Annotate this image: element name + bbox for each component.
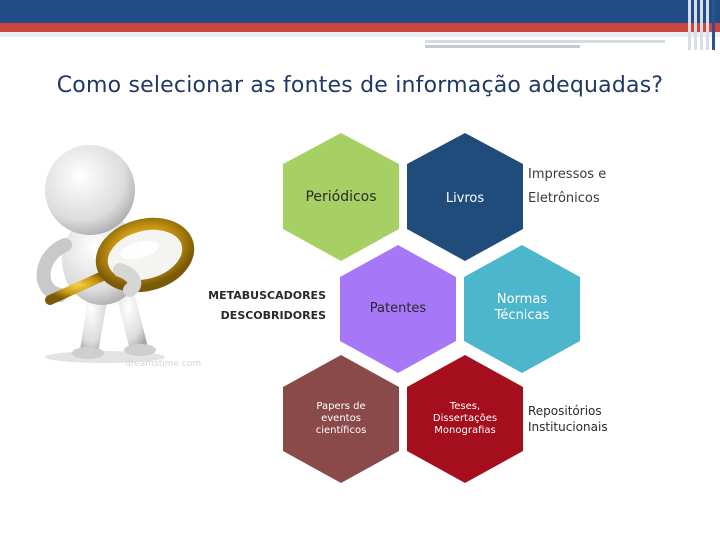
- hex-label-livros: Livros: [445, 191, 485, 206]
- label-repositorios-line2: Institucionais: [528, 420, 608, 434]
- label-descobridores: DESCOBRIDORES: [220, 309, 326, 322]
- header-bar: [0, 0, 720, 23]
- hex-papers: [283, 355, 399, 483]
- hex-label-normas: Normas Técnicas: [494, 292, 550, 323]
- decor-vertical-bars: [688, 0, 720, 50]
- label-metabuscadores: METABUSCADORES: [208, 289, 326, 302]
- label-repositorios-line1: Repositórios: [528, 404, 602, 418]
- slide-title: Como selecionar as fontes de informação …: [56, 73, 664, 98]
- decor-line: [425, 40, 665, 43]
- hex-label-teses: Teses, Dissertações Monografias: [432, 401, 498, 436]
- label-impressos-line1: Impressos e: [528, 167, 607, 182]
- hex-normas: [464, 245, 580, 373]
- hex-teses: [407, 355, 523, 483]
- hex-livros: [407, 133, 523, 261]
- header-stripe: [0, 32, 720, 37]
- decor-line: [425, 45, 580, 48]
- hex-label-patentes: Patentes: [369, 301, 427, 316]
- hex-label-periodicos: Periódicos: [305, 189, 377, 205]
- header-accent-line: [0, 23, 720, 32]
- label-impressos-line2: Eletrônicos: [528, 191, 600, 206]
- hex-periodicos: [283, 133, 399, 261]
- person-magnifier-illustration: [36, 145, 195, 363]
- hex-label-papers: Papers de eventos científicos: [315, 401, 367, 436]
- hex-patentes: [340, 245, 456, 373]
- watermark-text: dreamstime.com: [125, 359, 202, 369]
